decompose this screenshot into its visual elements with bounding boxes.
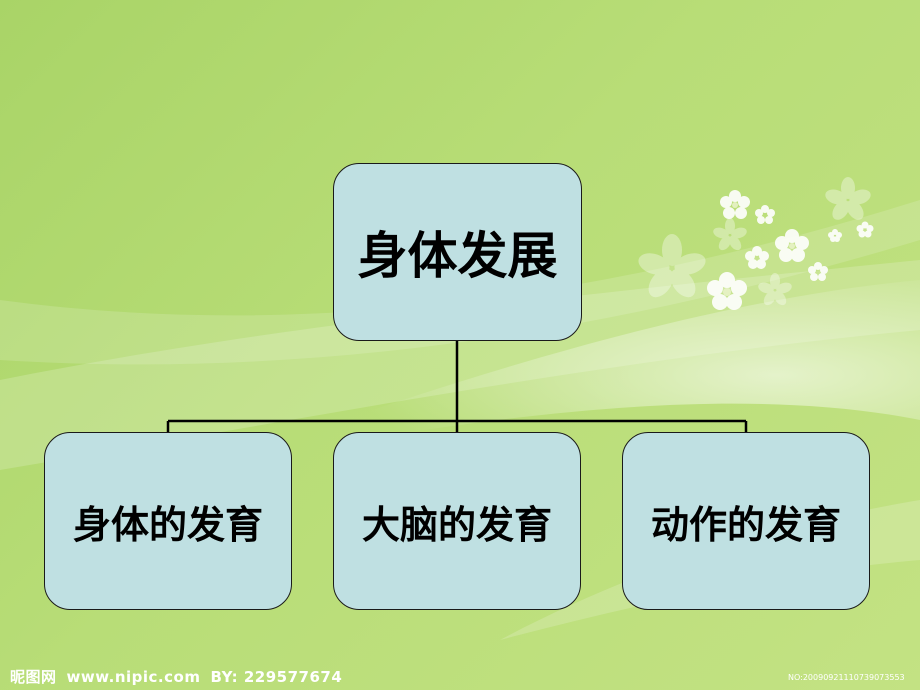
child-node-label: 动作的发育 bbox=[650, 502, 841, 547]
watermark-by: BY: 229577674 bbox=[210, 668, 343, 686]
watermark-text: 昵图网 www.nipic.com BY: 229577674 bbox=[10, 666, 352, 687]
watermark-url: www.nipic.com bbox=[66, 668, 201, 686]
root-node: 身体发展 bbox=[333, 163, 582, 341]
root-node-label: 身体发展 bbox=[357, 227, 558, 285]
child-node-motor: 动作的发育 bbox=[622, 432, 870, 610]
watermark-id: NO:20090921110739073553 bbox=[788, 673, 905, 682]
child-node-label: 大脑的发育 bbox=[361, 502, 552, 547]
child-node-label: 身体的发育 bbox=[72, 502, 263, 547]
watermark-site: 昵图网 bbox=[10, 668, 57, 686]
child-node-body: 身体的发育 bbox=[44, 432, 292, 610]
child-node-brain: 大脑的发育 bbox=[333, 432, 581, 610]
